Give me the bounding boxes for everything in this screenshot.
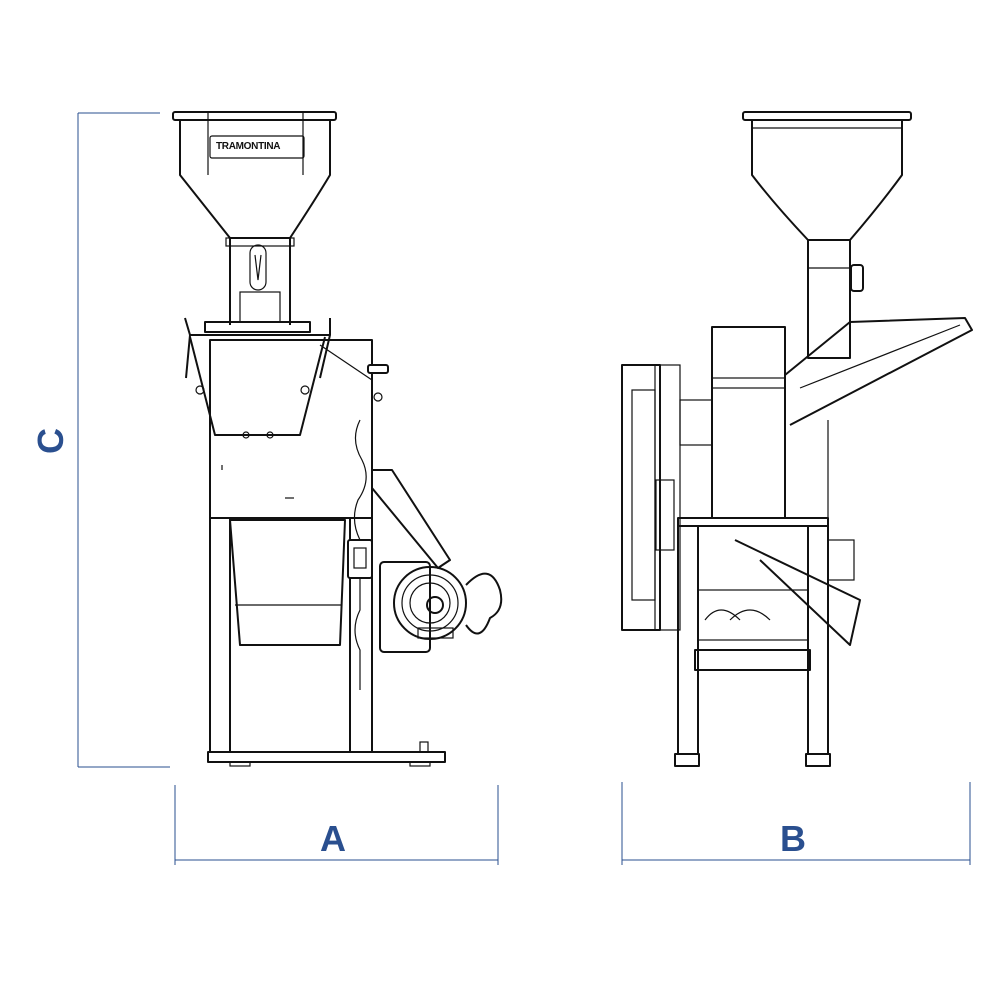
dimension-a bbox=[174, 785, 499, 865]
dimension-label-b: B bbox=[780, 818, 806, 859]
brand-logo: TRAMONTINA bbox=[216, 141, 281, 152]
dimension-c bbox=[77, 112, 170, 768]
front-view-machine bbox=[172, 111, 503, 767]
dimension-label-a: A bbox=[320, 818, 346, 859]
side-view-machine bbox=[621, 111, 973, 767]
dimension-b bbox=[621, 782, 971, 865]
dimension-label-c: C bbox=[30, 428, 71, 454]
